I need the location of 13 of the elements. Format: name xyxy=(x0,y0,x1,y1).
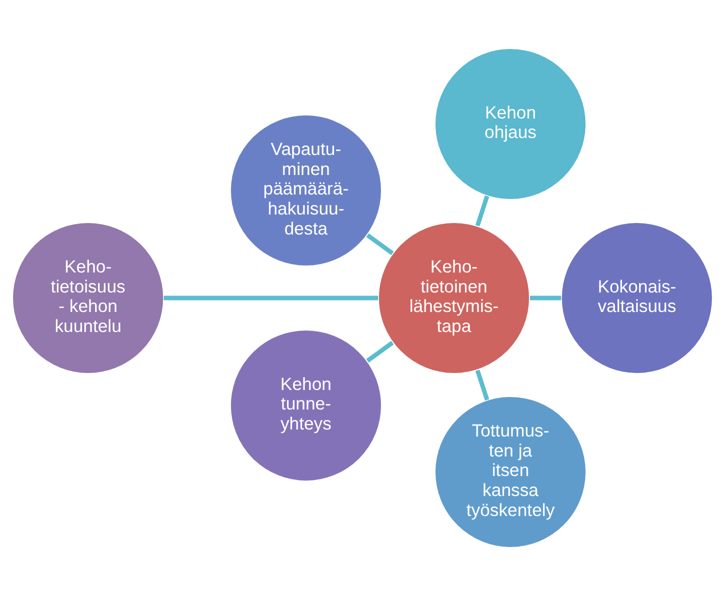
node-circle: Kehon ohjaus xyxy=(434,48,587,200)
connector xyxy=(475,370,490,401)
node-circle: Keho- tietoisuus - kehon kuuntelu xyxy=(12,222,164,374)
node-circle: Keho- tietoinen lähestymis- tapa xyxy=(378,222,530,374)
connector xyxy=(530,296,562,300)
node-circle: Tottumus- ten ja itsen kanssa työskentely xyxy=(434,396,587,548)
node-circle: Vapautu- minen päämäärä- hakuisuu- desta xyxy=(230,114,382,267)
connector xyxy=(475,195,490,226)
node-circle: Kehon tunne- yhteys xyxy=(230,329,382,482)
node-circle: Kokonais- valtaisuus xyxy=(560,222,714,374)
connector xyxy=(164,296,378,300)
connector xyxy=(366,340,394,363)
connector xyxy=(366,233,394,256)
